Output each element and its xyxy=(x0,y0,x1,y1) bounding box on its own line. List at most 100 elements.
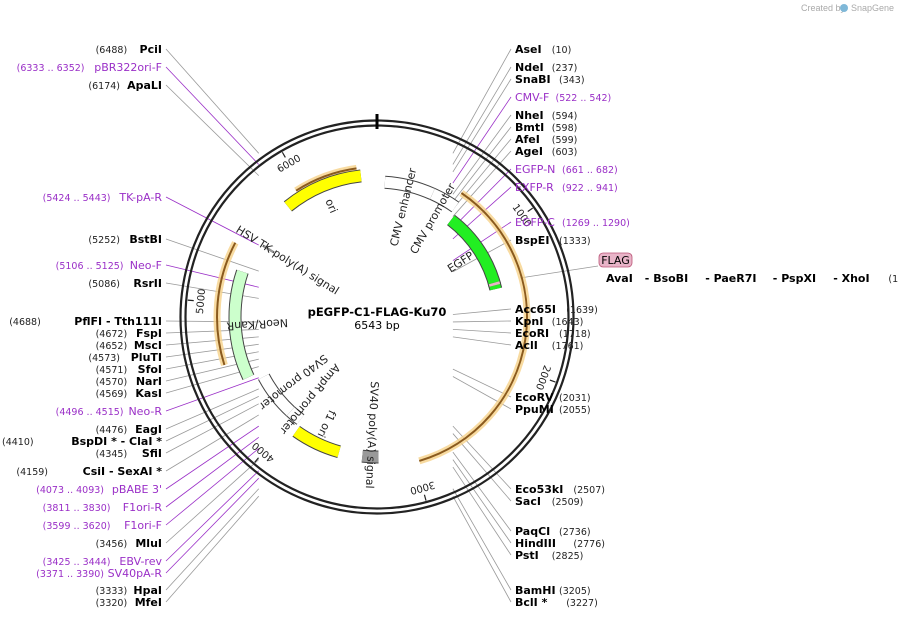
primer-range: (3425 .. 3444) xyxy=(43,557,111,568)
site-name: AfeI xyxy=(515,133,540,146)
site-name: PluTI xyxy=(131,351,162,364)
feature-body xyxy=(430,188,459,212)
leader-line xyxy=(165,414,259,472)
leader-line xyxy=(165,238,259,272)
site-position: (2055) xyxy=(559,405,591,416)
restriction-site-label: CsiI - SexAI *(4159) xyxy=(16,465,162,478)
primer-name: EXFP-R xyxy=(515,181,554,194)
restriction-site-label: PaqCI(2736) xyxy=(515,525,591,538)
site-position: (3333) xyxy=(96,586,128,597)
site-position: (603) xyxy=(552,147,578,158)
site-position: (4573) xyxy=(88,353,120,364)
primer-label: EXFP-R(922 .. 941) xyxy=(515,181,618,194)
site-position: (4570) xyxy=(96,377,128,388)
site-position: (2509) xyxy=(552,497,584,508)
feature-body xyxy=(488,281,501,287)
tick-label: 3000 xyxy=(409,479,436,496)
site-position: (6174) xyxy=(88,81,120,92)
leader-line xyxy=(452,308,512,315)
restriction-site-label: BamHI(3205) xyxy=(515,584,591,597)
restriction-site-label: KasI (4569) xyxy=(96,387,162,400)
restriction-site-label: PflFI - Tth111I(4688) xyxy=(9,315,162,328)
site-position: (5086) xyxy=(88,279,120,290)
site-name: EcoRI xyxy=(515,327,549,340)
primer-range: (3811 .. 3830) xyxy=(43,503,111,514)
tick-label: 2000 xyxy=(533,364,552,392)
site-name: BamHI xyxy=(515,584,556,597)
restriction-site-label: MluI(3456) xyxy=(96,537,162,550)
restriction-site-label: SacI(2509) xyxy=(515,495,583,508)
leader-line xyxy=(165,459,260,544)
leader-line xyxy=(165,66,260,165)
site-name: SfoI xyxy=(138,363,162,376)
mcs-site-name: - PspXI xyxy=(773,272,816,285)
restriction-site-label: Eco53kI(2507) xyxy=(515,483,605,496)
primer-name: EGFP-N xyxy=(515,163,555,176)
primer-name: TK-pA-R xyxy=(118,191,162,204)
site-position: (594) xyxy=(552,111,578,122)
primer-name: pBABE 3' xyxy=(112,483,162,496)
mcs-site-name: - PaeR7I xyxy=(705,272,756,285)
site-position: (4476) xyxy=(96,425,128,436)
site-position: (237) xyxy=(552,63,578,74)
leader-line xyxy=(165,436,259,508)
site-name: BstBI xyxy=(129,233,162,246)
restriction-site-label: MfeI(3320) xyxy=(96,596,162,609)
primer-range: (6333 .. 6352) xyxy=(17,63,85,74)
primer-range: (3371 .. 3390) xyxy=(36,569,104,580)
site-name: CsiI - SexAI * xyxy=(83,465,163,478)
orf-arrow xyxy=(216,242,237,366)
restriction-site-label: AgeI(603) xyxy=(515,145,577,158)
restriction-site-label: NheI(594) xyxy=(515,109,577,122)
site-position: (3456) xyxy=(96,539,128,550)
site-position: (598) xyxy=(552,123,578,134)
site-position: (4672) xyxy=(96,329,128,340)
restriction-site-label: BmtI(598) xyxy=(515,121,577,134)
feature-body xyxy=(361,450,379,463)
leader-line xyxy=(165,495,260,603)
credit-text: Created by xyxy=(801,3,846,13)
feature-label: f1 ori xyxy=(315,408,339,439)
site-position: (5252) xyxy=(88,235,120,246)
site-name: BspDI * - ClaI * xyxy=(71,435,162,448)
site-name: KpnI xyxy=(515,315,543,328)
site-name: ApaLI xyxy=(127,79,162,92)
site-position: (1643) xyxy=(552,317,584,328)
leader-line xyxy=(452,150,512,217)
leader-line xyxy=(519,265,599,279)
site-name: BclI * xyxy=(515,596,548,609)
site-name: MscI xyxy=(134,339,162,352)
leader-line xyxy=(165,477,260,574)
site-name: RsrII xyxy=(133,277,162,290)
site-name: KasI xyxy=(135,387,162,400)
restriction-site-label: BspEI(1333) xyxy=(515,234,591,247)
restriction-site-label: EagI(4476) xyxy=(96,423,162,436)
site-position: (4569) xyxy=(96,389,128,400)
site-position: (1718) xyxy=(559,329,591,340)
site-position: (4688) xyxy=(9,317,41,328)
leader-line xyxy=(452,433,512,502)
site-position: (3227) xyxy=(566,598,598,609)
site-name: PpuMI xyxy=(515,403,554,416)
restriction-site-label: EcoRV(2031) xyxy=(515,391,591,404)
tick-mark xyxy=(423,494,427,501)
primer-name: Neo-F xyxy=(130,259,162,272)
site-position: (2031) xyxy=(559,393,591,404)
primer-range: (4496 .. 4515) xyxy=(56,407,124,418)
leader-line xyxy=(165,425,259,490)
primer-range: (661 .. 682) xyxy=(562,165,618,176)
site-position: (1761) xyxy=(552,341,584,352)
leader-line xyxy=(452,495,512,603)
tick-label: 5000 xyxy=(195,288,208,314)
orf-arrow xyxy=(419,192,528,462)
restriction-site-label: SnaBI(343) xyxy=(515,73,585,86)
site-position: (343) xyxy=(559,75,585,86)
site-name: MfeI xyxy=(135,596,162,609)
feature-label: NeoR/KanR xyxy=(226,316,288,333)
leader-line xyxy=(452,451,512,532)
restriction-site-label: HindIII(2776) xyxy=(515,537,605,550)
site-name: FspI xyxy=(136,327,162,340)
feature-ori: ori xyxy=(283,169,362,215)
